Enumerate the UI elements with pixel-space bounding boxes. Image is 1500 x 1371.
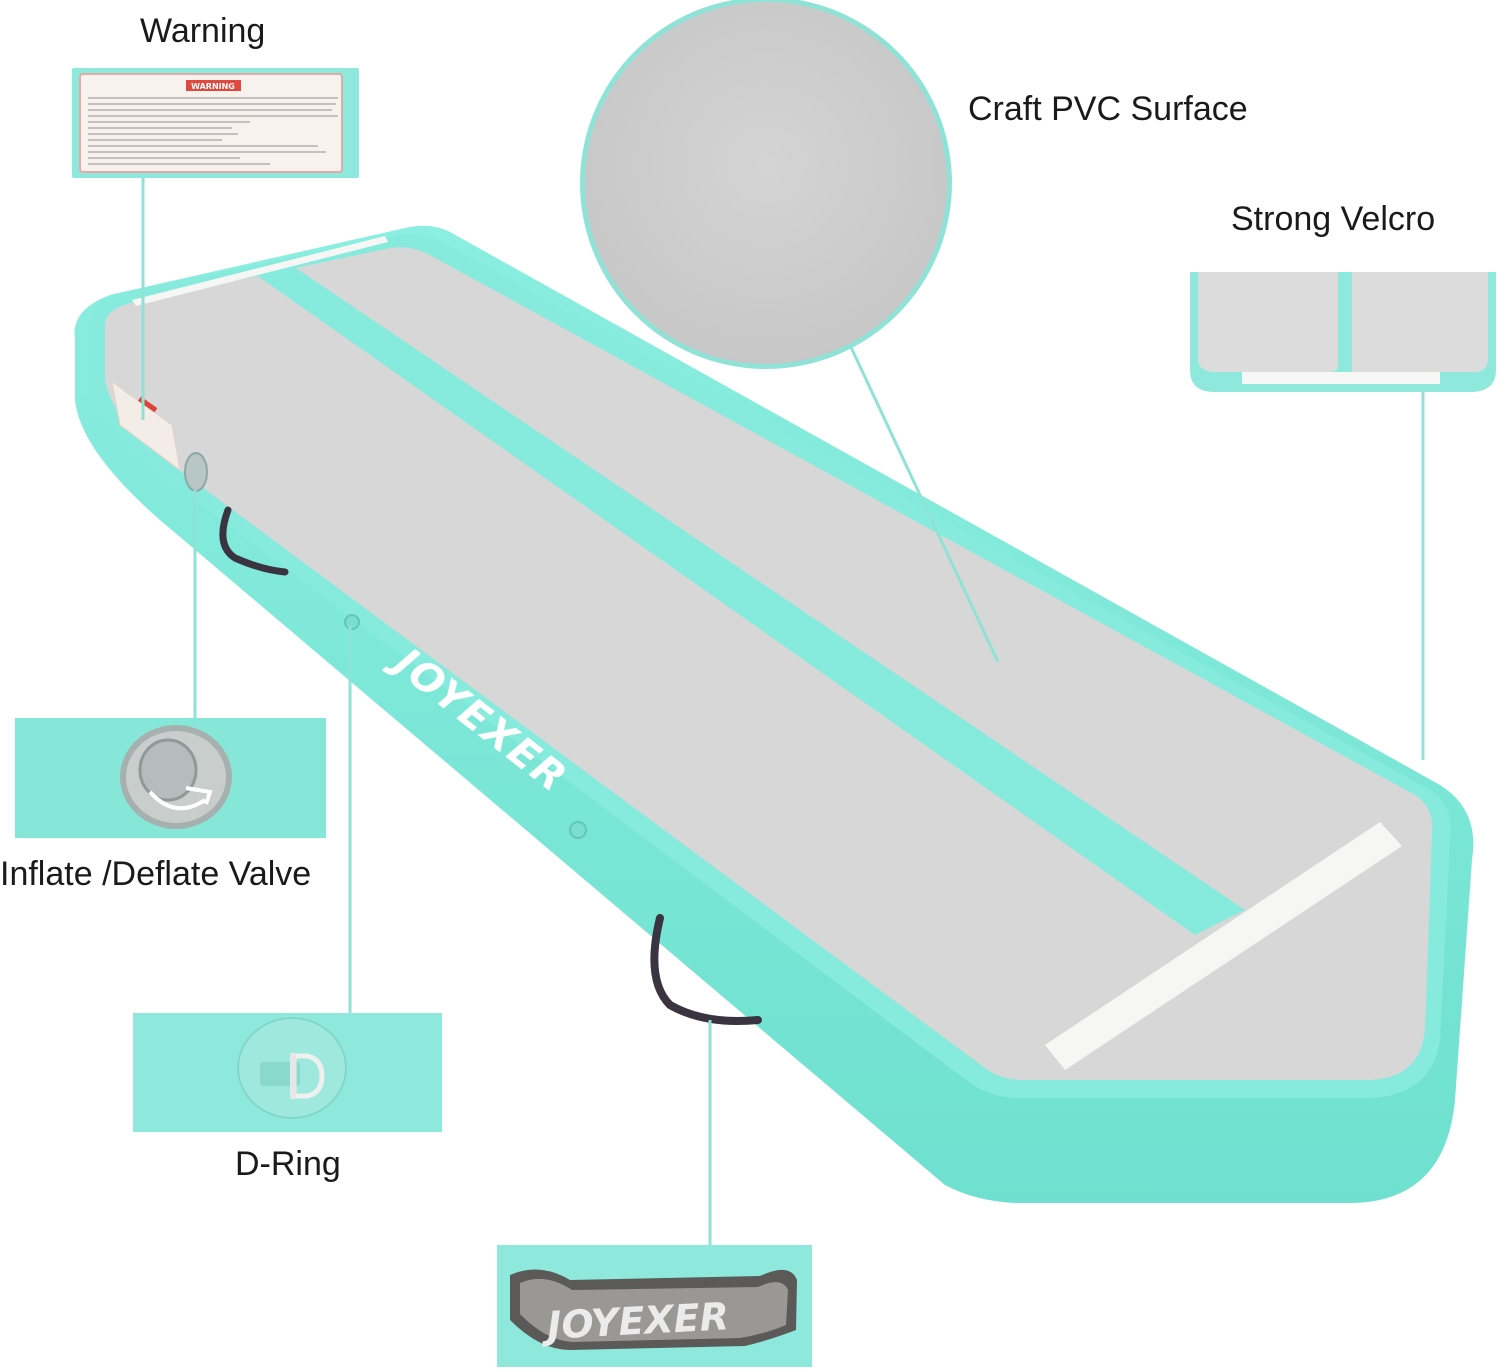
side-dring-1 bbox=[344, 614, 360, 630]
side-valve bbox=[184, 452, 208, 492]
side-handle-1 bbox=[219, 506, 289, 576]
warning-card-title: WARNING bbox=[191, 82, 235, 91]
mat-end-strip-bottom bbox=[1045, 822, 1402, 1070]
label-valve: Inflate /Deflate Valve bbox=[0, 855, 312, 893]
mat-end-strip-top bbox=[132, 236, 388, 306]
label-velcro: Strong Velcro bbox=[1231, 200, 1436, 238]
mat-center-stripe bbox=[252, 264, 1245, 935]
warning-card: WARNING bbox=[72, 68, 359, 178]
valve-detail bbox=[15, 718, 326, 838]
warning-card-banner bbox=[186, 80, 241, 91]
velcro-detail bbox=[1190, 272, 1496, 392]
warning-card-fine-print bbox=[88, 97, 338, 165]
side-dring-2 bbox=[569, 821, 587, 839]
leader-surface bbox=[848, 344, 1000, 663]
valve-cap-strap bbox=[148, 790, 207, 811]
side-handle-2 bbox=[650, 914, 762, 1025]
mat-surface bbox=[105, 247, 1433, 1080]
handle-brand-text: JOYEXER bbox=[539, 1294, 730, 1348]
label-warning: Warning bbox=[140, 12, 266, 50]
air-track-mat: JOYEXER bbox=[74, 225, 1474, 1204]
surface-zoom-circle bbox=[580, 0, 952, 369]
label-dring: D-Ring bbox=[235, 1145, 341, 1183]
dring-detail bbox=[133, 1013, 442, 1132]
leader-lines bbox=[141, 178, 1425, 1245]
dring-ring bbox=[291, 1053, 325, 1099]
label-surface: Craft PVC Surface bbox=[968, 90, 1248, 128]
side-warning-sticker bbox=[111, 380, 181, 472]
handle-detail: JOYEXER bbox=[497, 1245, 812, 1367]
velcro-white-strip bbox=[1242, 372, 1440, 384]
